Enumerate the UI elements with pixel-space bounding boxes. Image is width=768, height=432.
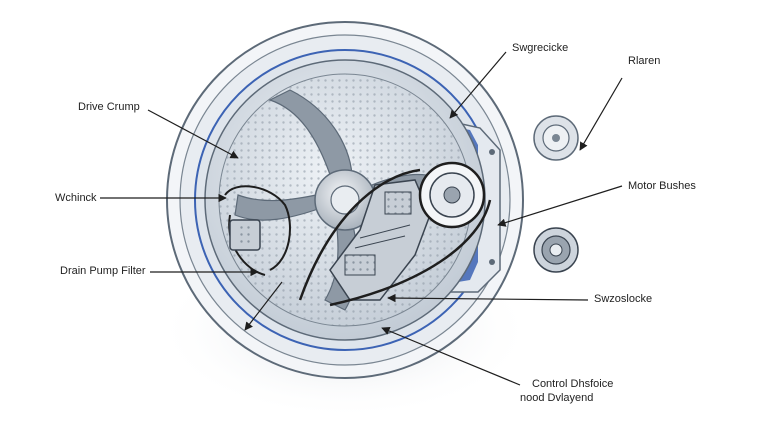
label-swzoslocke: Swzoslocke bbox=[594, 293, 653, 305]
label-motor-bushes: Motor Bushes bbox=[628, 180, 696, 192]
drain-pump bbox=[224, 185, 291, 276]
label-control-line1: Control Dhsfoice bbox=[532, 378, 614, 390]
control-module bbox=[329, 179, 431, 301]
bushing-part-top bbox=[533, 115, 579, 161]
leader-rlaren bbox=[579, 77, 623, 151]
bushing-part-bottom bbox=[533, 227, 579, 273]
leader-drain-pump-arrow bbox=[244, 281, 283, 331]
label-drain-pump-filter: Drain Pump Filter bbox=[60, 265, 146, 277]
label-control-line2: nood Dvlayend bbox=[520, 392, 594, 404]
leader-motor-bushes bbox=[497, 185, 623, 227]
label-wchinck: Wchinck bbox=[55, 192, 97, 204]
label-rlaren: Rlaren bbox=[628, 55, 661, 67]
label-swgrecicke: Swgrecicke bbox=[512, 42, 569, 54]
leader-control bbox=[381, 327, 521, 386]
leader-swgrecicke bbox=[449, 51, 507, 119]
leader-swzoslocke bbox=[387, 293, 589, 303]
leader-drive-crump bbox=[147, 109, 239, 159]
leader-lines bbox=[100, 51, 623, 386]
motor-pulley bbox=[298, 161, 492, 307]
label-drive-crump: Drive Crump bbox=[78, 101, 140, 113]
